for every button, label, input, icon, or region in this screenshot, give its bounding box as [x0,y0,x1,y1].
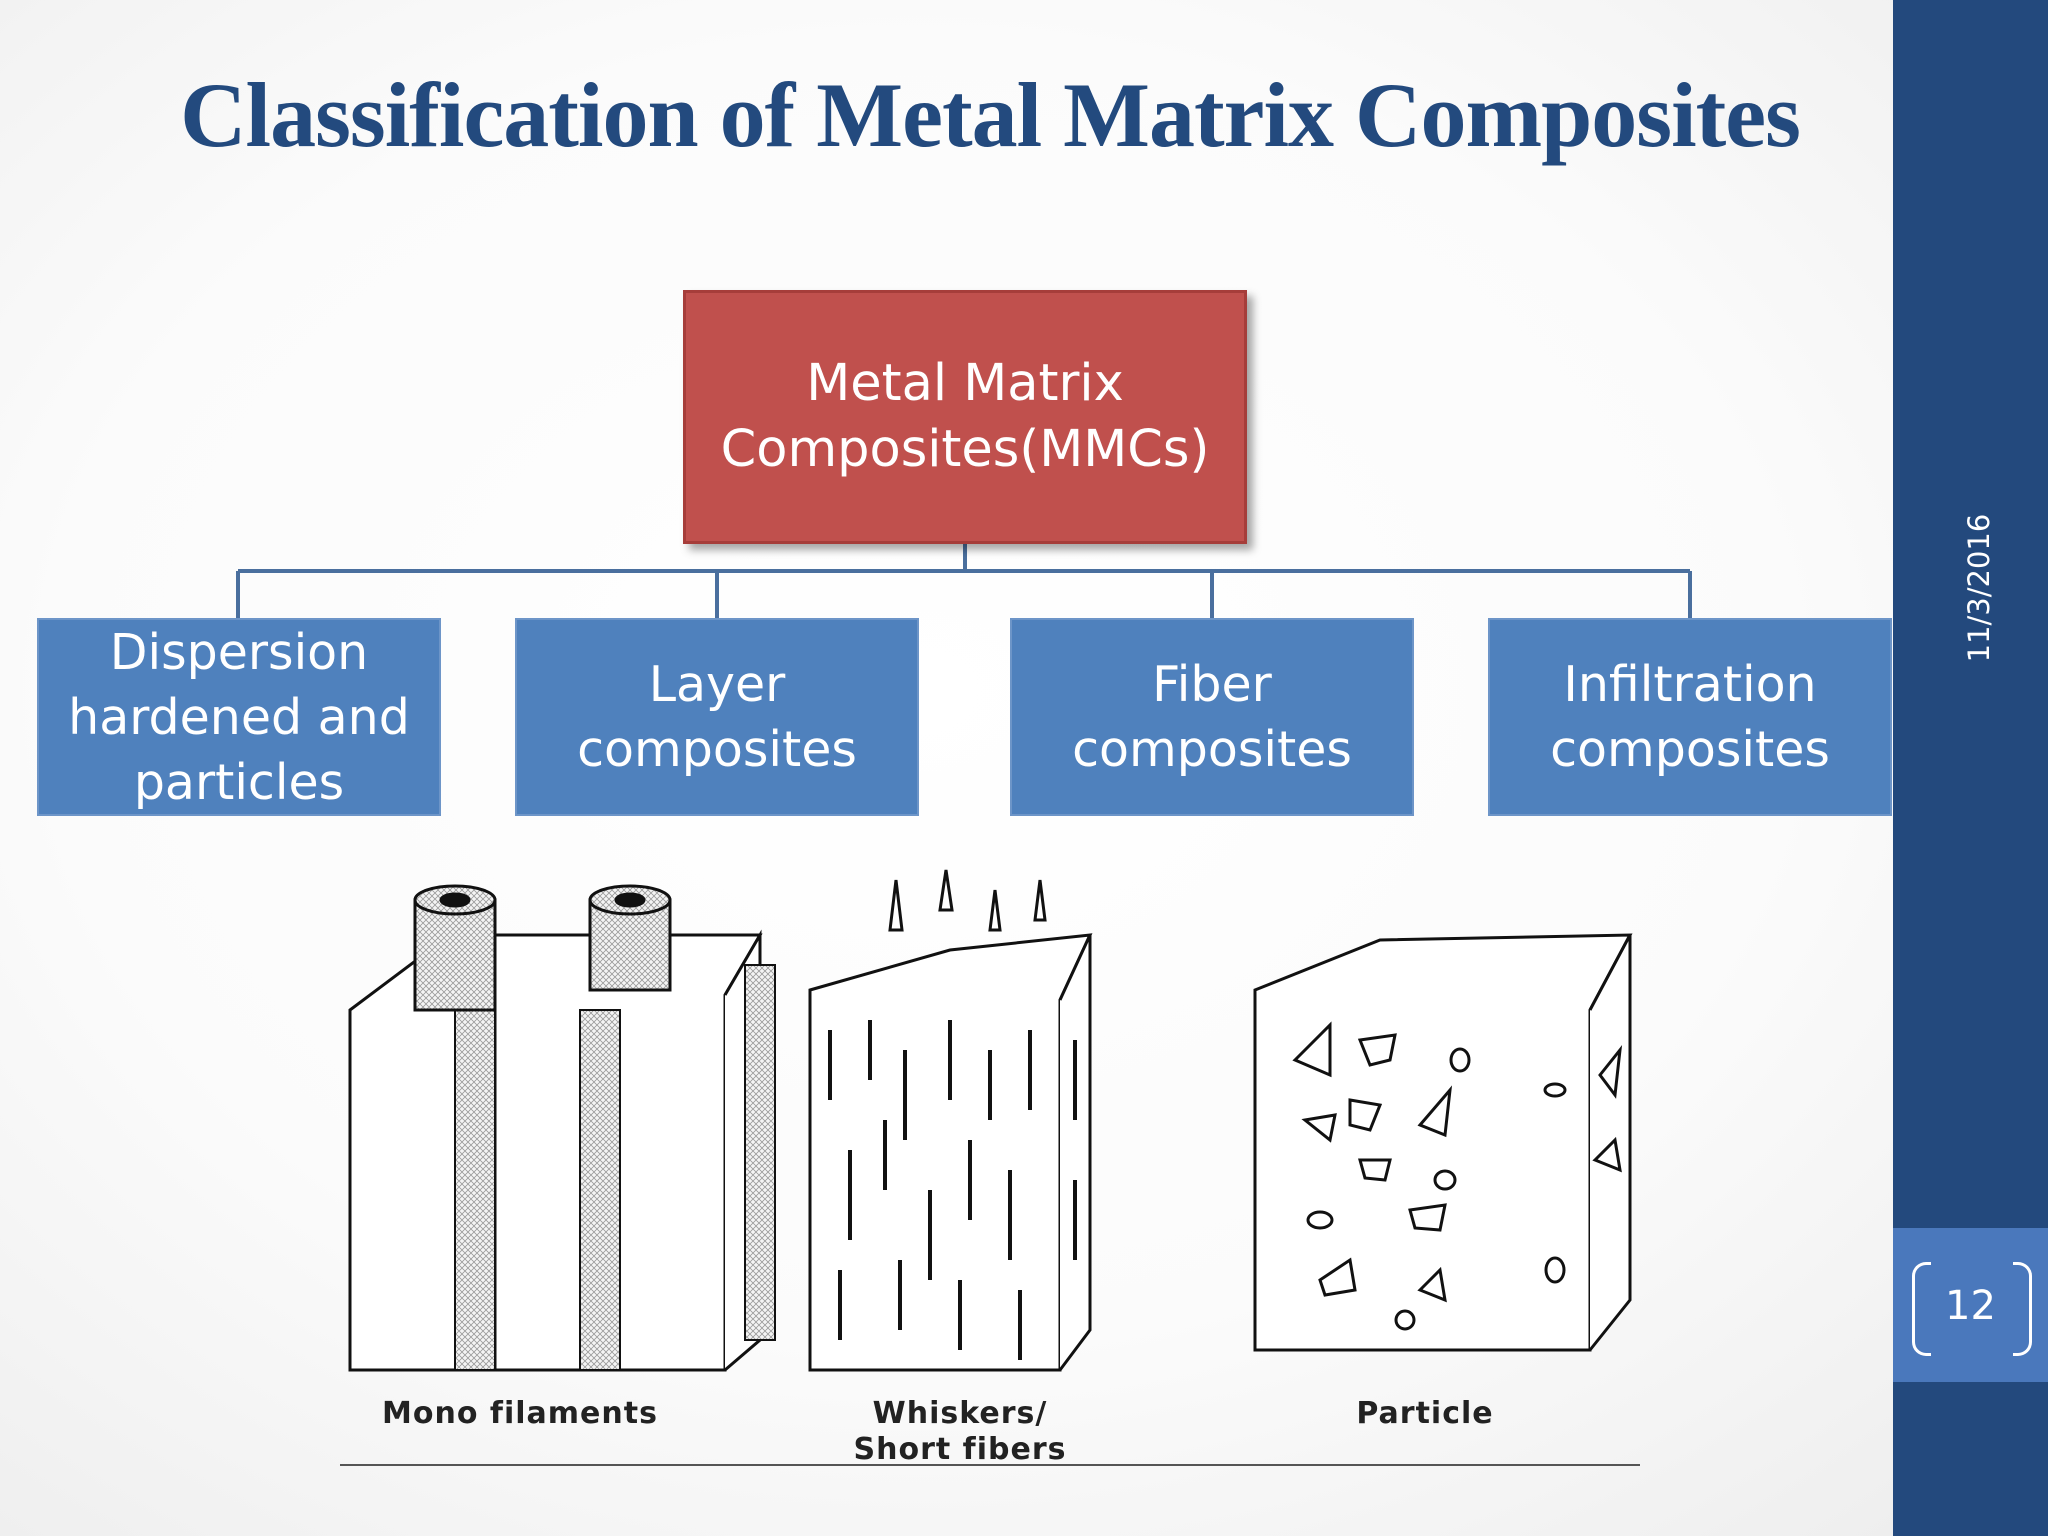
page-bracket-right [2013,1262,2032,1356]
child-node-infiltration: Infiltration composites [1488,618,1892,816]
whiskers-drawing [808,869,1093,1372]
page-number: 12 [1945,1283,1996,1329]
page-number-box [1893,1228,2048,1382]
child-node-fiber: Fiber composites [1010,618,1414,816]
slide-title: Classification of Metal Matrix Composite… [180,64,1801,166]
particle-drawing [1253,933,1633,1352]
root-node-mmcs: Metal Matrix Composites(MMCs) [683,290,1247,544]
hierarchy-connectors [236,544,1692,618]
page-bracket-left [1912,1262,1931,1356]
mono-filaments-drawing [348,884,776,1372]
label-whiskers: Whiskers/ Short fibers [853,1396,1067,1467]
composite-types-illustration [340,869,1640,1466]
slide-date: 11/3/2016 [1962,513,1996,663]
child-node-layer: Layer composites [515,618,919,816]
label-mono-filaments: Mono filaments [382,1396,658,1431]
child-node-dispersion: Dispersion hardened and particles [37,618,441,816]
label-particle: Particle [1356,1396,1494,1431]
